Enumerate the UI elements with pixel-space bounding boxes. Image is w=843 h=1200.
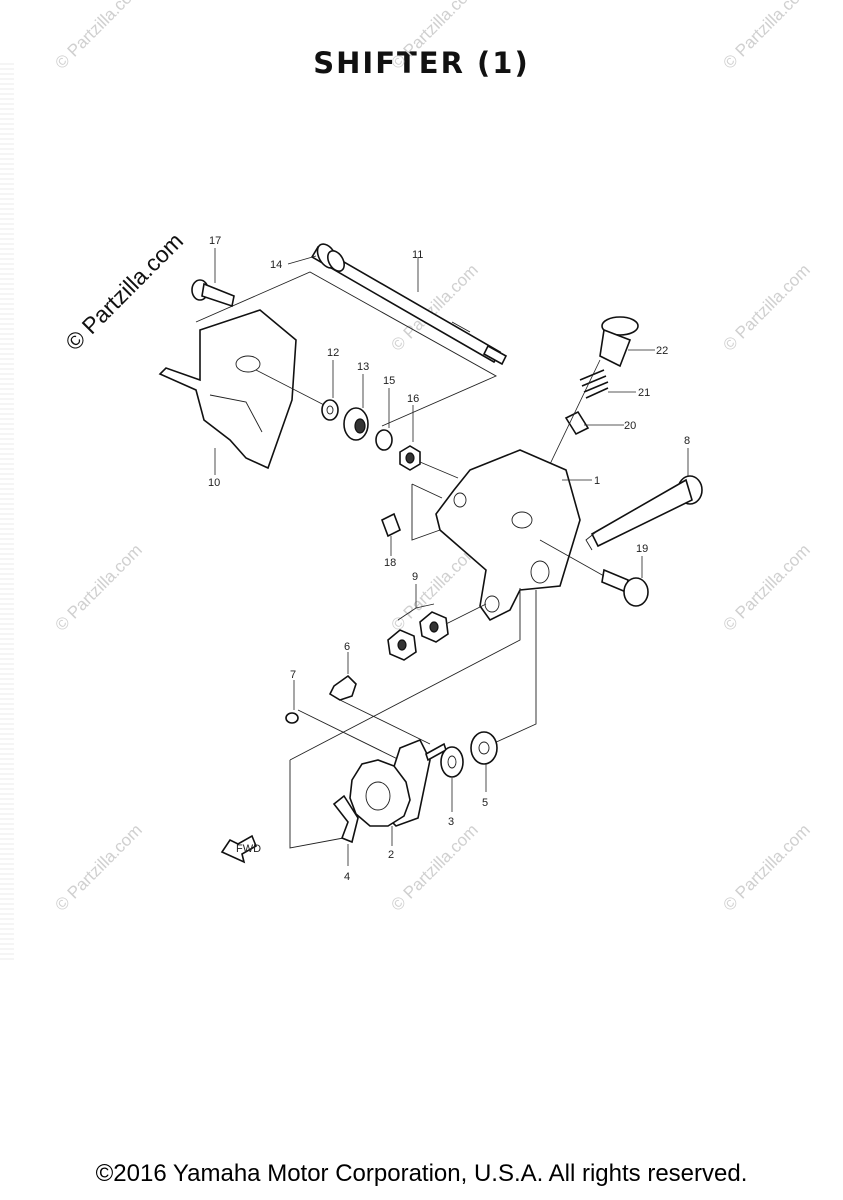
watermark: © Partzilla.com — [387, 0, 481, 73]
watermark: © Partzilla.com — [51, 820, 145, 914]
part-13-collar — [343, 407, 369, 441]
callout-16: 16 — [407, 393, 419, 405]
part-12-washer — [321, 399, 339, 421]
callout-15: 15 — [383, 375, 395, 387]
assembly-line — [411, 483, 443, 541]
part-17-bolt — [191, 279, 235, 308]
part-15-washer — [375, 429, 393, 451]
assembly-line — [289, 760, 355, 849]
leader — [419, 461, 459, 479]
leader — [445, 603, 487, 625]
part-21-spring — [579, 369, 609, 399]
part-19-screw — [601, 568, 649, 607]
part-9-nuts — [387, 611, 449, 661]
part-11-shift-rod — [310, 243, 508, 366]
watermark: © Partzilla.com — [51, 0, 145, 73]
watermark: © Partzilla.com — [387, 820, 481, 914]
callout-3: 3 — [448, 816, 454, 828]
callout-2: 2 — [388, 849, 394, 861]
part-8-long-bolt — [585, 475, 703, 551]
watermarks: © Partzilla.com © Partzilla.com © Partzi… — [51, 0, 813, 915]
assembly-line — [289, 588, 521, 761]
part-18-pin — [380, 512, 402, 538]
part-2-gear-lever — [349, 738, 447, 827]
callout-7: 7 — [290, 669, 296, 681]
watermark-main: © Partzilla.com — [60, 228, 188, 356]
scan-edge-noise — [0, 60, 14, 960]
callout-19: 19 — [636, 543, 648, 555]
part-7-clip — [285, 712, 299, 724]
part-22-plug — [599, 316, 639, 368]
callout-9: 9 — [412, 571, 418, 583]
leader — [287, 255, 317, 265]
callout-8: 8 — [684, 435, 690, 447]
copyright-notice: ©2016 Yamaha Motor Corporation, U.S.A. A… — [95, 1160, 748, 1187]
callout-17: 17 — [209, 235, 221, 247]
part-1-shifter-housing — [435, 449, 581, 622]
callout-20: 20 — [624, 420, 636, 432]
callout-1: 1 — [594, 475, 600, 487]
callout-numbers: 1 2 3 4 5 6 7 8 9 10 11 12 13 14 15 16 1… — [208, 235, 690, 883]
assembly-line — [339, 699, 431, 745]
watermark: © Partzilla.com — [719, 540, 813, 634]
callout-6: 6 — [344, 641, 350, 653]
callout-14: 14 — [270, 259, 282, 271]
part-6-bracket — [328, 674, 357, 701]
part-16-nut — [399, 445, 421, 471]
watermark: © Partzilla.com — [719, 0, 813, 73]
fwd-arrow-icon: FWD — [220, 834, 261, 864]
leader — [255, 369, 331, 409]
callout-11: 11 — [412, 249, 423, 261]
part-10-plate — [158, 309, 297, 470]
callout-5: 5 — [482, 797, 488, 809]
callout-12: 12 — [327, 347, 339, 359]
callout-4: 4 — [344, 871, 350, 883]
callout-18: 18 — [384, 557, 396, 569]
fwd-label: FWD — [236, 843, 261, 855]
callout-21: 21 — [638, 387, 650, 399]
part-3-washer — [440, 746, 464, 778]
assembly-line — [195, 271, 498, 427]
page-title: SHIFTER (1) — [313, 46, 530, 80]
callout-10: 10 — [208, 477, 220, 489]
watermark: © Partzilla.com — [719, 820, 813, 914]
callout-13: 13 — [357, 361, 369, 373]
part-20-pin — [564, 410, 590, 436]
watermark: © Partzilla.com — [719, 260, 813, 354]
assembly-line — [491, 590, 537, 745]
part-5-washer — [470, 731, 498, 765]
callout-22: 22 — [656, 345, 668, 357]
part-4-clip — [332, 794, 359, 844]
watermark: © Partzilla.com — [51, 540, 145, 634]
leader — [539, 539, 605, 577]
leader — [397, 584, 435, 621]
